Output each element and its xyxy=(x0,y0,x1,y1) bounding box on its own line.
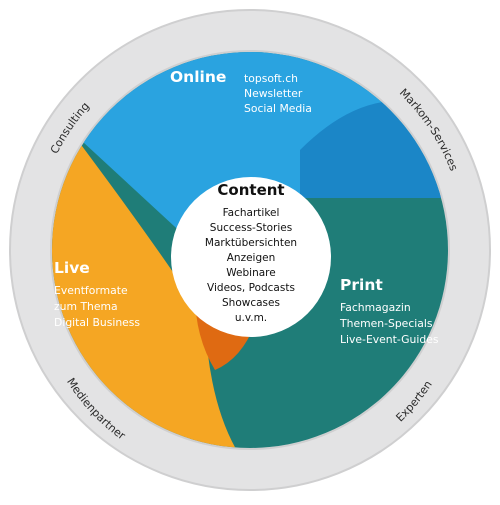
content-item-5: Webinare xyxy=(226,267,275,279)
live-line-3: Digital Business xyxy=(54,316,140,329)
print-title: Print xyxy=(340,276,383,294)
online-line-1: topsoft.ch xyxy=(244,72,298,85)
online-line-2: Newsletter xyxy=(244,87,303,100)
content-item-4: Anzeigen xyxy=(227,252,276,264)
content-item-1: Fachartikel xyxy=(223,207,280,219)
content-title: Content xyxy=(217,181,284,199)
content-item-6: Videos, Podcasts xyxy=(207,282,295,294)
live-line-2: zum Thema xyxy=(54,300,118,313)
print-line-2: Themen-Specials xyxy=(339,317,433,330)
content-item-2: Success-Stories xyxy=(210,222,292,234)
content-core xyxy=(171,177,331,337)
content-item-7: Showcases xyxy=(222,297,280,309)
online-line-3: Social Media xyxy=(244,102,312,115)
print-line-3: Live-Event-Guides xyxy=(340,333,439,346)
online-title: Online xyxy=(170,68,226,86)
content-item-8: u.v.m. xyxy=(235,312,267,324)
print-line-1: Fachmagazin xyxy=(340,301,411,314)
live-title: Live xyxy=(54,259,90,277)
outer-ring-inner-edge xyxy=(50,50,450,450)
live-line-1: Eventformate xyxy=(54,284,128,297)
content-item-3: Marktübersichten xyxy=(205,237,297,249)
